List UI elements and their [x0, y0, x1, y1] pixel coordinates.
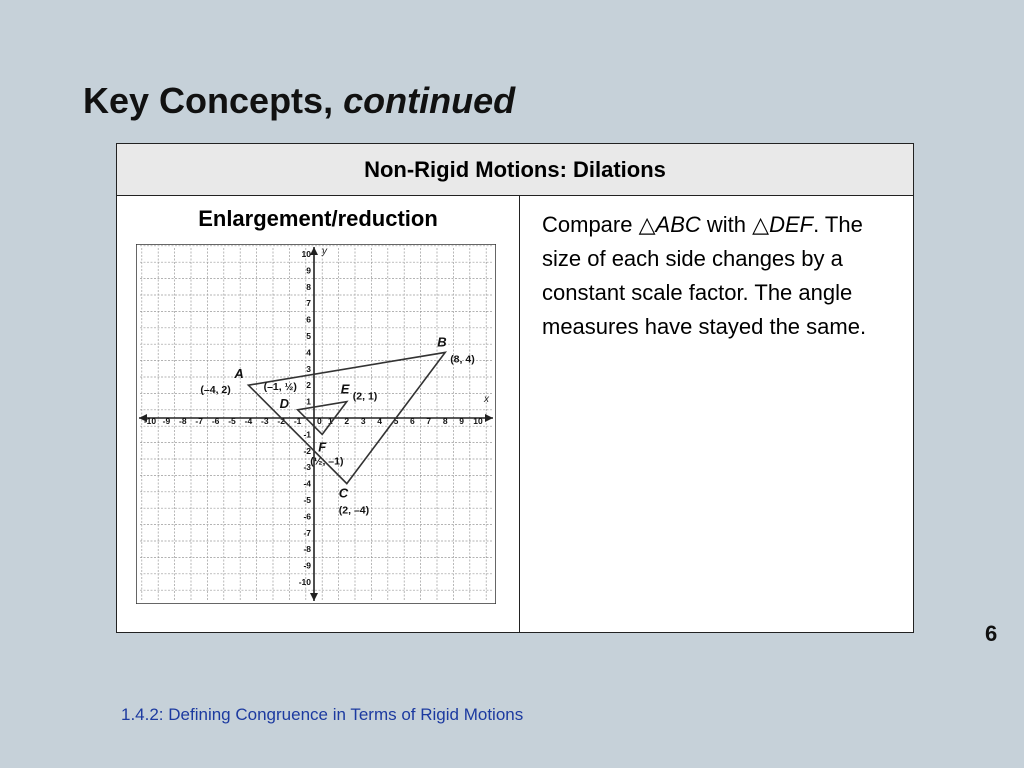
y-tick-label: 4 [306, 347, 311, 357]
text-rest: The size of each side changes by a const… [542, 212, 867, 339]
y-tick-label: 9 [306, 265, 311, 275]
x-tick-label: -6 [212, 416, 220, 426]
y-tick-label: -3 [303, 462, 311, 472]
point-coord-f: (½, –1) [310, 455, 343, 467]
y-tick-label: -2 [303, 446, 311, 456]
x-tick-label: -8 [179, 416, 187, 426]
slide-title: Key Concepts, continued [83, 80, 515, 122]
y-tick-label: -9 [303, 561, 311, 571]
concept-table: Non-Rigid Motions: Dilations Enlargement… [116, 143, 914, 633]
x-tick-label: 3 [361, 416, 366, 426]
x-arrow-left [139, 414, 147, 422]
x-tick-label: -10 [144, 416, 157, 426]
description-cell: Compare △ABC with △DEF. The size of each… [519, 195, 914, 633]
x-tick-label: 7 [426, 416, 431, 426]
point-coord-a: (–4, 2) [200, 384, 230, 396]
point-coord-d: (–1, ½) [264, 381, 297, 393]
x-tick-label: -7 [195, 416, 203, 426]
y-tick-label: -6 [303, 511, 311, 521]
y-tick-label: -4 [303, 479, 311, 489]
x-axis-label: x [483, 394, 490, 405]
point-name-e: E [341, 382, 350, 397]
x-tick-label: 10 [473, 416, 483, 426]
x-tick-label: 4 [377, 416, 382, 426]
y-tick-label: 10 [302, 249, 312, 259]
y-axis-label: y [321, 246, 328, 257]
x-tick-label: 5 [394, 416, 399, 426]
triangle-symbol-abc: △ [638, 212, 656, 237]
point-name-c: C [339, 486, 349, 501]
y-tick-label: -10 [299, 577, 312, 587]
point-name-a: A [233, 366, 243, 381]
point-labels: A(–4, 2) B (8, 4) C (2, –4) D (–1, ½) E(2, 1) F(… [200, 334, 474, 516]
triangle-symbol-def: △ [752, 212, 770, 237]
y-tick-label: 8 [306, 282, 311, 292]
x-tick-label: 8 [443, 416, 448, 426]
y-tick-label: -8 [303, 544, 311, 554]
origin-label: 0 [317, 416, 322, 426]
point-name-b: B [437, 334, 446, 349]
footer-text: 1.4.2: Defining Congruence in Terms of R… [121, 705, 524, 724]
text-with: with [706, 212, 747, 237]
text-def: DEF [769, 212, 814, 237]
y-arrow-down [310, 593, 318, 601]
y-tick-label: 2 [306, 380, 311, 390]
point-coord-b: (8, 4) [450, 353, 475, 365]
y-tick-label: -7 [303, 528, 311, 538]
y-tick-label: -5 [303, 495, 311, 505]
x-arrow-right [485, 414, 493, 422]
title-italic: continued [343, 80, 516, 121]
text-period: . [813, 212, 820, 237]
x-tick-label: -4 [245, 416, 253, 426]
graph-frame [135, 243, 497, 605]
title-main: Key Concepts, [83, 80, 334, 121]
left-heading: Enlargement/reduction [198, 206, 438, 231]
point-coord-c: (2, –4) [339, 505, 369, 517]
description-text: Compare △ABC with △DEF. The size of each… [520, 196, 913, 344]
x-tick-label: 1 [328, 416, 333, 426]
triangle-def [295, 400, 349, 436]
y-tick-label: 6 [306, 315, 311, 325]
y-arrow-up [310, 247, 318, 255]
x-tick-label: 9 [459, 416, 464, 426]
text-compare: Compare [542, 212, 633, 237]
grid [140, 245, 492, 600]
x-tick-label: -2 [277, 416, 285, 426]
axes: xy [139, 246, 493, 601]
x-tick-label: 6 [410, 416, 415, 426]
point-name-f: F [318, 439, 327, 454]
y-tick-label: 3 [306, 364, 311, 374]
x-tick-label: -3 [261, 416, 269, 426]
y-tick-label: 1 [306, 397, 311, 407]
x-tick-label: 2 [344, 416, 349, 426]
x-tick-label: -5 [228, 416, 236, 426]
triangle-abc [246, 351, 448, 485]
triangles [246, 351, 448, 485]
point-coord-e: (2, 1) [353, 391, 378, 403]
table-header: Non-Rigid Motions: Dilations [116, 143, 914, 196]
y-tick-label: 7 [306, 298, 311, 308]
point-name-d: D [280, 396, 290, 411]
y-tick-label: 5 [306, 331, 311, 341]
x-tick-label: -9 [163, 416, 171, 426]
y-tick-label: -1 [303, 429, 311, 439]
text-abc: ABC [655, 212, 701, 237]
x-tick-label: -1 [294, 416, 302, 426]
page-number: 6 [985, 621, 998, 646]
